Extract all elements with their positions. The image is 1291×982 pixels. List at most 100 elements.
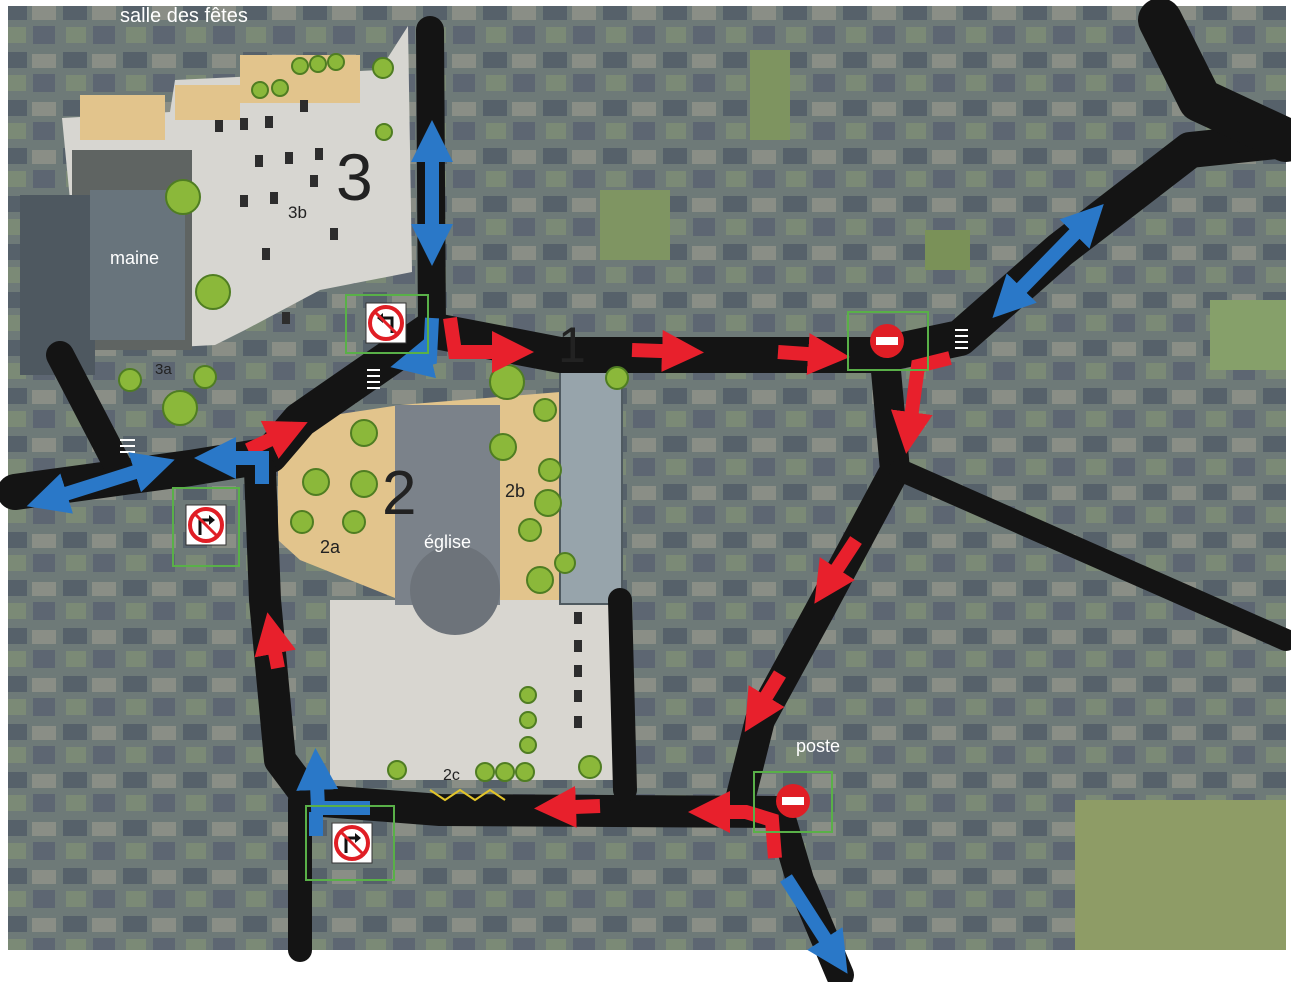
tree [387,760,407,780]
car [574,716,582,728]
garden-north [750,50,790,140]
red-arrow-turn-south [890,351,952,454]
field-southeast [1075,800,1286,950]
tree [290,510,314,534]
car [270,192,278,204]
crosswalk-3 [120,439,135,453]
sign-no-entry-2 [753,771,833,833]
tree [518,518,542,542]
church-apse [410,545,500,635]
car [300,100,308,112]
tree [495,762,515,782]
tree [302,468,330,496]
label-eglise: église [424,532,471,552]
tree [554,552,576,574]
tree [533,398,557,422]
tree [519,686,537,704]
blue-arrow-west-road [26,452,175,514]
label-maine: maine [110,248,159,268]
market-hall [559,371,623,605]
car [282,312,290,324]
car [265,116,273,128]
car [574,612,582,624]
red-arrow-west [534,785,601,828]
label-zone-1: 1 [558,317,586,373]
sign-no-right-turn-1 [172,487,240,567]
tree [372,57,394,79]
car [285,152,293,164]
red-arrow-east-2 [777,333,850,376]
zigzag-marking [429,788,506,802]
tree [350,419,378,447]
tree [118,368,142,392]
tree [534,489,562,517]
label-salle-des-fetes: salle des fêtes [120,5,248,27]
sand-strip-north [80,95,165,140]
tree [291,57,309,75]
red-arrow-north [254,612,296,670]
road-west-loop [244,454,796,828]
label-poste: poste [796,736,840,756]
car [262,248,270,260]
crosswalk-1 [367,369,380,389]
tree [375,123,393,141]
tree [605,366,629,390]
tree [538,458,562,482]
label-zone-3: 3 [336,140,373,214]
tree [578,755,602,779]
trees [118,53,629,782]
tree [195,274,231,310]
tree [162,390,198,426]
car [574,640,582,652]
sign-no-left-turn-1 [345,294,429,354]
tree [271,79,289,97]
label-zone-2c: 2c [443,767,460,784]
tree [519,736,537,754]
car [315,148,323,160]
crosswalks [120,329,968,453]
blue-arrow-turn-north [296,748,370,815]
tree [193,365,217,389]
label-zone-2b: 2b [505,481,525,501]
tree [515,762,535,782]
blue-arrow-turn-west [390,317,439,379]
car [255,155,263,167]
label-zone-2a: 2a [320,537,341,557]
sign-no-right-turn-2 [305,805,395,881]
tree [327,53,345,71]
red-arrow-southwest-1 [814,536,862,604]
tree [475,762,495,782]
car [574,690,582,702]
road-east [889,459,1291,651]
tree [526,566,554,594]
car [215,120,223,132]
tree [309,55,327,73]
sand-strip-north-2 [175,85,240,120]
tree [489,433,517,461]
parking-spots [215,100,582,728]
tree [350,470,378,498]
crosswalk-2 [955,329,968,349]
road-northeast [1138,0,1291,162]
blue-arrow-northeast-road [992,203,1104,319]
car [240,195,248,207]
red-arrow-east-1 [631,330,704,373]
red-arrow-northeast [245,420,308,459]
red-arrow-turn-east [443,316,534,373]
car [240,118,248,130]
garden-center [600,190,670,260]
tree [165,179,201,215]
label-zone-2: 2 [382,459,416,528]
road-west-spur [46,341,134,484]
label-zone-3a: 3a [155,361,172,378]
car [574,665,582,677]
road-east-side [608,588,637,802]
blue-arrow-turn-west-2 [194,437,269,484]
one-way-arrows [245,316,952,859]
car [310,175,318,187]
two-way-arrows [26,120,1104,974]
garden-east [925,230,970,270]
tree [342,510,366,534]
